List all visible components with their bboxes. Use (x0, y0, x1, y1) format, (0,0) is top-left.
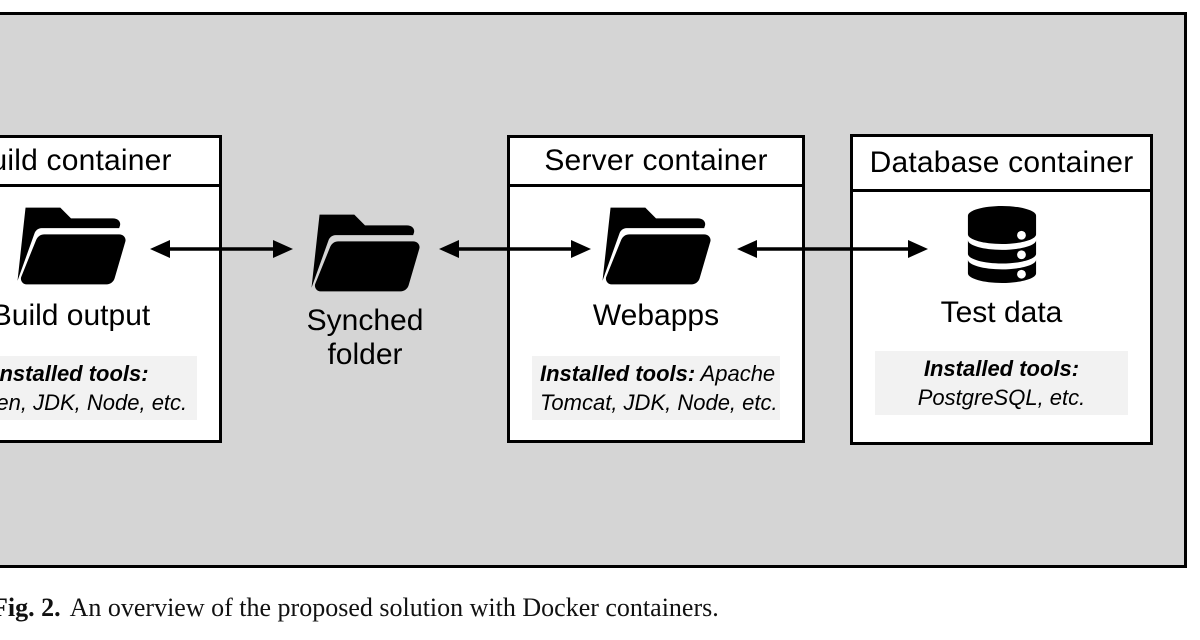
installed-tools-list: Maven, JDK, Node, etc. (0, 390, 188, 415)
database-icon (967, 206, 1036, 283)
caption-text: An overview of the proposed solution wit… (69, 593, 719, 622)
build-container-box: Build container Build output Installed t… (0, 135, 222, 443)
server-installed-tools-note: Installed tools: Apache Tomcat, JDK, Nod… (532, 356, 780, 420)
folder-icon (311, 214, 420, 292)
server-container-box: Server container Webapps Installed tools… (507, 135, 805, 443)
folder-icon (602, 207, 711, 285)
build-installed-tools-note: Installed tools: Maven, JDK, Node, etc. (0, 356, 197, 420)
installed-tools-label: Installed tools: (0, 361, 149, 386)
figure-caption: Fig. 2. An overview of the proposed solut… (0, 592, 719, 624)
installed-tools-label: Installed tools: (540, 361, 696, 386)
synched-folder-label: Synched folder (306, 304, 424, 371)
folder-icon (17, 207, 126, 285)
installed-tools-label: Installed tools: (923, 356, 1080, 381)
test-data-label: Test data (940, 296, 1063, 329)
build-container-title: Build container (0, 138, 219, 187)
installed-tools-list: Tomcat, JDK, Node, etc. (540, 390, 778, 415)
webapps-label: Webapps (592, 299, 720, 332)
installed-tools-list: PostgreSQL, etc. (917, 385, 1086, 410)
database-container-box: Database container Test data Installed t… (850, 134, 1153, 445)
caption-label: Fig. 2. (0, 593, 61, 622)
build-output-label: Build output (0, 299, 151, 332)
database-installed-tools-note: Installed tools: PostgreSQL, etc. (875, 351, 1128, 415)
database-container-title: Database container (853, 137, 1150, 192)
server-container-title: Server container (510, 138, 802, 187)
synched-folder-group: Synched folder (295, 212, 435, 372)
